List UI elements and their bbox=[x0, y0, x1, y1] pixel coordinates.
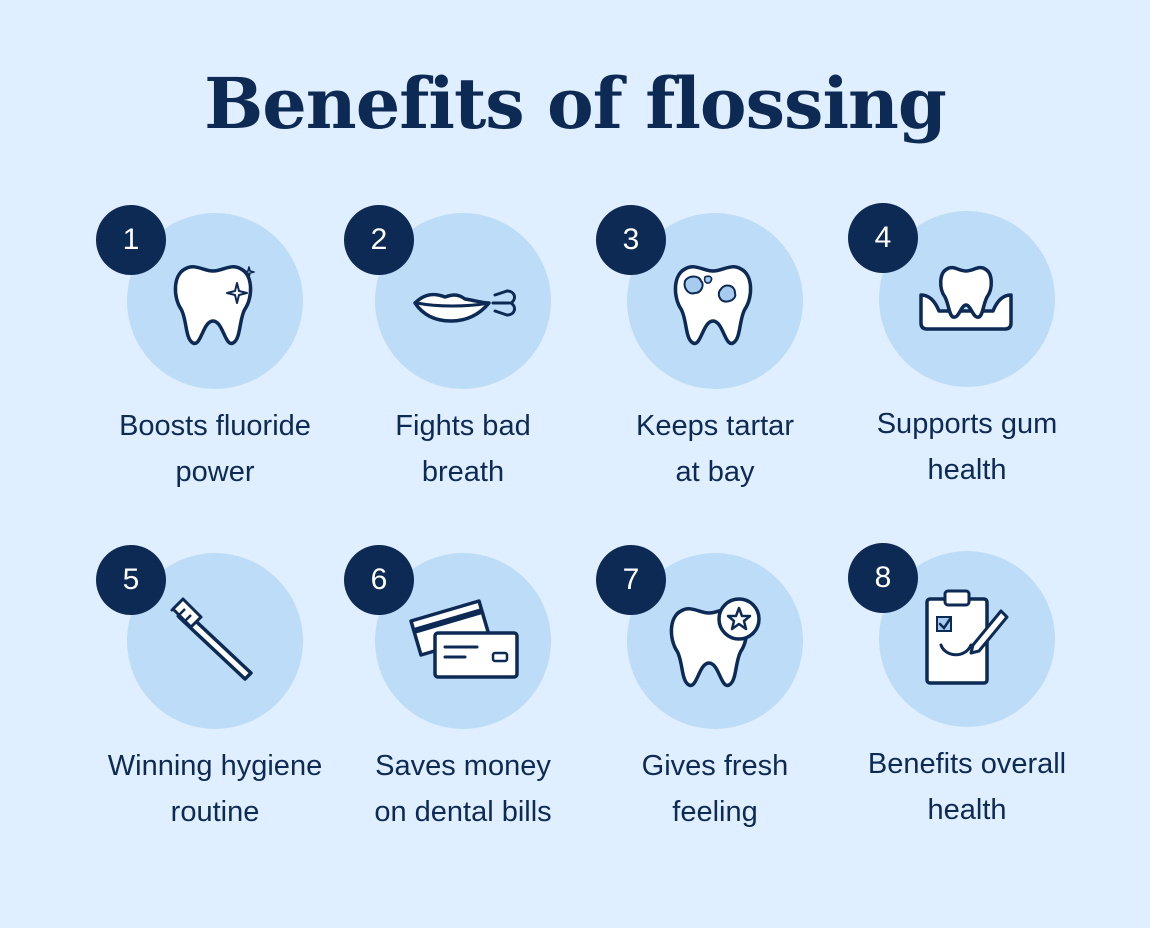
number-badge: 3 bbox=[596, 205, 666, 275]
number-badge: 7 bbox=[596, 545, 666, 615]
benefit-item-8: 8 Benefits overall health bbox=[848, 543, 1098, 843]
benefit-label: Gives fresh feeling bbox=[641, 750, 789, 828]
number-badge: 4 bbox=[848, 203, 918, 273]
benefit-label: Winning hygiene routine bbox=[107, 750, 323, 828]
benefit-label: Keeps tartar at bay bbox=[636, 410, 794, 488]
breath-lips-icon bbox=[413, 289, 516, 323]
tartar-tooth-icon bbox=[673, 265, 753, 345]
benefit-item-6: 6 Saves money on dental bills bbox=[344, 545, 594, 845]
sparkling-tooth-icon bbox=[173, 265, 255, 345]
benefit-label: Fights bad breath bbox=[395, 410, 531, 488]
clipboard-checklist-icon bbox=[925, 589, 1009, 685]
benefit-item-7: 7 Gives fresh feeling bbox=[596, 545, 846, 845]
page-title: Benefits of flossing bbox=[204, 62, 947, 145]
star-tooth-icon bbox=[669, 597, 761, 687]
benefit-item-2: 2 Fights bad breath bbox=[344, 205, 594, 505]
number-badge: 6 bbox=[344, 545, 414, 615]
toothbrush-icon bbox=[170, 597, 253, 681]
benefit-label: Benefits overall health bbox=[867, 748, 1067, 826]
benefit-label: Saves money on dental bills bbox=[374, 750, 552, 828]
gum-tooth-icon bbox=[919, 265, 1013, 331]
benefit-label: Supports gum health bbox=[876, 408, 1058, 486]
number-badge: 1 bbox=[96, 205, 166, 275]
benefit-item-3: 3 Keeps tartar at bay bbox=[596, 205, 846, 505]
benefit-label: Boosts fluoride power bbox=[119, 410, 311, 488]
number-badge: 5 bbox=[96, 545, 166, 615]
credit-cards-icon bbox=[409, 599, 519, 679]
number-badge: 8 bbox=[848, 543, 918, 613]
benefit-item-1: 1 Boosts fluoride power bbox=[96, 205, 346, 505]
benefit-item-5: 5 Winning hygiene routine bbox=[96, 545, 346, 845]
benefit-item-4: 4 Supports gum health bbox=[848, 203, 1098, 503]
number-badge: 2 bbox=[344, 205, 414, 275]
